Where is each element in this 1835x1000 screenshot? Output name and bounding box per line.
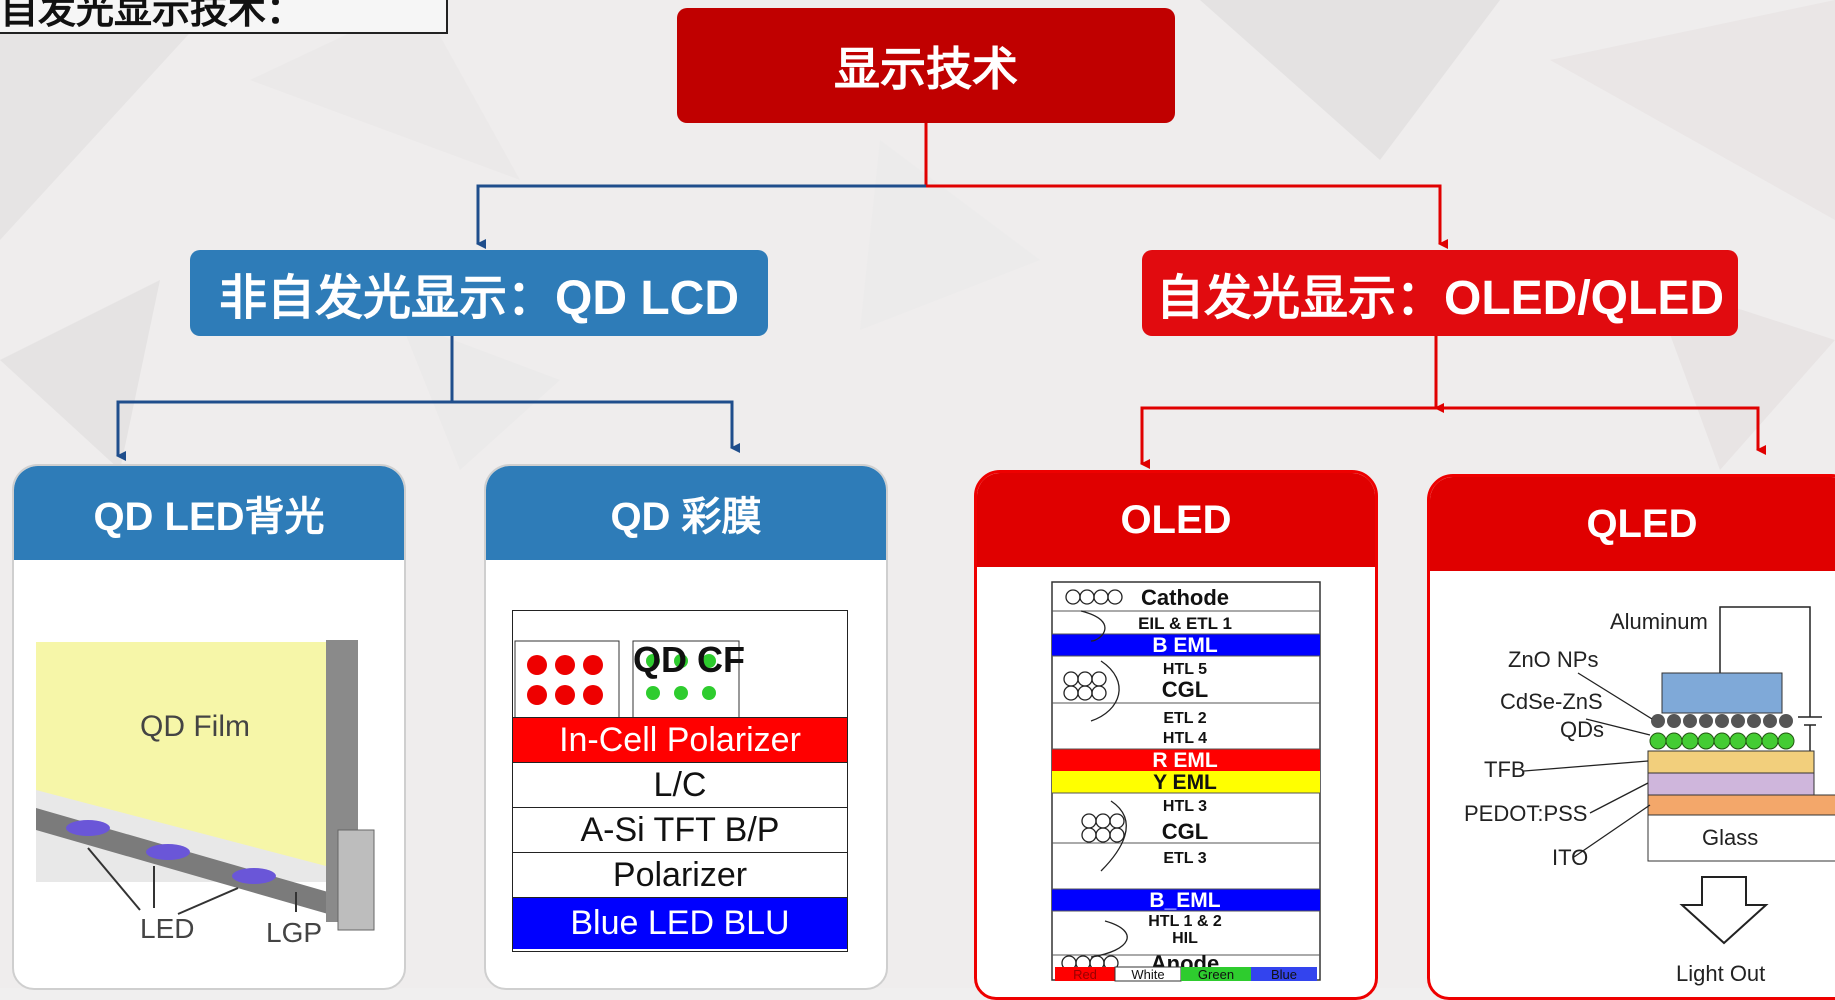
- card-qled: QLED Aluminum ZnO NPs CdSe-ZnS QDs TFB P…: [1427, 474, 1835, 1000]
- lgp-label: LGP: [266, 917, 322, 948]
- oled-layer-cgl-1: CGL: [1162, 677, 1208, 702]
- oled-layer-etl3: ETL 3: [1163, 850, 1206, 867]
- oled-layer-eil-etl1: EIL & ETL 1: [1138, 614, 1232, 633]
- qled-label-qds: QDs: [1560, 717, 1604, 742]
- qd-cf-layer-stack: QD CF In-Cell Polarizer L/C A-Si TFT B/P…: [512, 610, 848, 952]
- qled-label-zno: ZnO NPs: [1508, 647, 1598, 672]
- card-header: QLED: [1430, 477, 1835, 571]
- oled-layer-stack: Cathode EIL & ETL 1 B EML HTL 5 CGL ETL …: [1051, 581, 1321, 982]
- qd-led-backlight-illustration: QD Film LED LGP: [36, 640, 375, 948]
- oled-layer-htl4: HTL 4: [1163, 730, 1207, 747]
- card-oled: OLED Cathode EIL & ETL 1 B EML HTL 5 CGL…: [974, 470, 1378, 1000]
- layer-in-cell-polarizer: In-Cell Polarizer: [513, 717, 847, 762]
- oled-layer-b-eml-2: B_EML: [1149, 889, 1220, 912]
- card-qd-color-filter: QD 彩膜 QD CF In-Cell Polarizer L/C A-Si T…: [484, 464, 888, 990]
- category-emissive: 自发光显示：OLED/QLED: [1142, 250, 1738, 336]
- oled-layer-r-eml: R EML: [1152, 749, 1218, 772]
- filter-green-label: Green: [1198, 967, 1234, 982]
- oled-layer-htl5: HTL 5: [1163, 661, 1207, 678]
- qled-label-cdse: CdSe-ZnS: [1500, 689, 1603, 714]
- card-header: QD 彩膜: [486, 466, 886, 560]
- qled-device-illustration: Aluminum ZnO NPs CdSe-ZnS QDs TFB PEDOT:…: [1464, 606, 1835, 986]
- filter-red-label: Red: [1073, 967, 1097, 982]
- layer-blue-led-blu: Blue LED BLU: [513, 897, 847, 949]
- qled-label-glass: Glass: [1702, 825, 1758, 850]
- card-header: QD LED背光: [14, 466, 404, 560]
- layer-lc: L/C: [513, 762, 847, 807]
- oled-layer-y-eml: Y EML: [1153, 771, 1217, 794]
- oled-layer-cgl-2: CGL: [1162, 819, 1208, 844]
- qled-label-light-out: Light Out: [1676, 961, 1765, 986]
- qd-cf-label: QD CF: [633, 639, 745, 680]
- card-qd-led-backlight: QD LED背光 QD Film LED LGP: [12, 464, 406, 990]
- led-label: LED: [140, 913, 194, 944]
- qled-label-aluminum: Aluminum: [1610, 609, 1708, 634]
- filter-blue-label: Blue: [1271, 967, 1297, 982]
- card-header: OLED: [977, 473, 1375, 567]
- oled-layer-htl12: HTL 1 & 2: [1148, 913, 1222, 930]
- layer-tft: A-Si TFT B/P: [513, 807, 847, 852]
- oled-layer-etl2: ETL 2: [1163, 710, 1206, 727]
- qled-label-tfb: TFB: [1484, 757, 1526, 782]
- qd-cf-dots: [514, 640, 740, 722]
- qled-label-ito: ITO: [1552, 845, 1588, 870]
- oled-layer-htl3: HTL 3: [1163, 798, 1207, 815]
- oled-layer-hil: HIL: [1172, 930, 1198, 947]
- qled-label-pedot: PEDOT:PSS: [1464, 801, 1587, 826]
- oled-layer-b-eml: B EML: [1152, 634, 1218, 657]
- category-non-emissive: 非自发光显示：QD LCD: [190, 250, 768, 336]
- filter-white-label: White: [1131, 967, 1164, 982]
- qd-film-label: QD Film: [140, 710, 250, 743]
- layer-polarizer: Polarizer: [513, 852, 847, 897]
- root-node: 显示技术: [677, 8, 1175, 123]
- oled-layer-cathode: Cathode: [1141, 585, 1229, 610]
- slide-title-fragment: 自发光显示技术：: [0, 0, 448, 34]
